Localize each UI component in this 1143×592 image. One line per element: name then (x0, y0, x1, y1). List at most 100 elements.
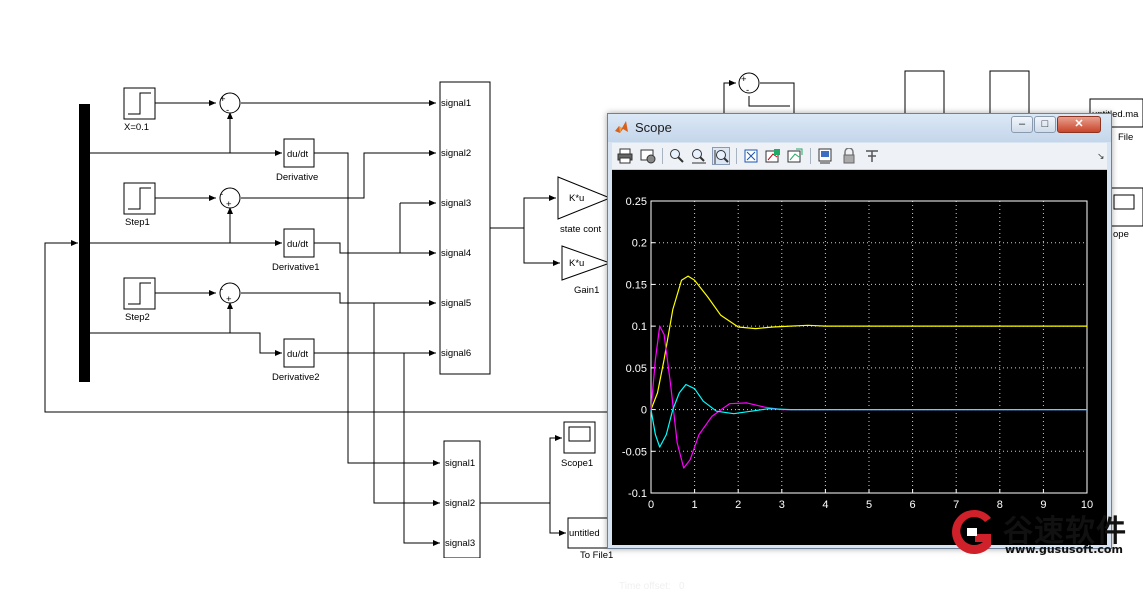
scope1-label: Scope1 (561, 458, 593, 469)
right-file-label: File (1118, 132, 1133, 143)
right-scope-block (1109, 187, 1143, 227)
zoom-y-icon[interactable] (712, 147, 730, 165)
time-offset-value: 0 (679, 581, 685, 592)
mux-block (439, 81, 491, 375)
demux-bar (79, 104, 90, 382)
svg-text:du/dt: du/dt (287, 349, 308, 360)
svg-text:+: + (226, 294, 232, 305)
mux-input-4: signal4 (441, 248, 471, 259)
tofile1-label: To File1 (580, 550, 613, 558)
mux2-block (443, 440, 481, 558)
y-tick-label: 0.2 (632, 238, 647, 250)
derivative-block: du/dt (283, 138, 315, 168)
mux2-input-3: signal3 (445, 538, 475, 549)
zoom-in-icon[interactable] (668, 147, 686, 165)
y-tick-label: 0.15 (626, 279, 647, 291)
source-x01-label: X=0.1 (124, 122, 149, 133)
x-tick-label: 1 (692, 499, 698, 511)
autoscale-icon[interactable] (742, 147, 760, 165)
gususoft-logo-icon (952, 510, 991, 554)
gususoft-watermark: 谷速软件 www.gususoft.com (947, 506, 1143, 558)
step-source-x01 (123, 87, 156, 120)
gain1-label: Gain1 (574, 285, 599, 296)
derivative1-label: Derivative1 (272, 262, 320, 273)
mux-input-5: signal5 (441, 298, 471, 309)
step-source-step1 (123, 182, 156, 215)
print-icon[interactable] (616, 147, 634, 165)
scope-titlebar[interactable]: Scope ‒ □ ✕ (608, 114, 1111, 142)
maximize-button[interactable]: □ (1034, 116, 1056, 133)
x-tick-label: 9 (1040, 499, 1046, 511)
step-source-step2 (123, 277, 156, 310)
series-line-3 (650, 383, 1087, 448)
gain-state-cont-label: state cont (560, 224, 602, 235)
scope-window: Scope ‒ □ ✕ (607, 113, 1112, 592)
close-button[interactable]: ✕ (1057, 116, 1101, 133)
series-line-2 (650, 325, 1087, 469)
mux-input-1: signal1 (441, 98, 471, 109)
x-tick-label: 4 (822, 499, 828, 511)
svg-text:K*u: K*u (569, 258, 584, 269)
derivative2-block: du/dt (283, 338, 315, 368)
svg-text:-: - (226, 105, 229, 116)
x-tick-label: 8 (997, 499, 1003, 511)
mux2-input-2: signal2 (445, 498, 475, 509)
floating-scope-icon[interactable] (816, 147, 834, 165)
restore-axes-icon[interactable] (786, 147, 804, 165)
y-tick-label: -0.1 (628, 488, 647, 500)
right-file-block-text: untitled.ma (1092, 109, 1139, 120)
derivative-label: Derivative (276, 172, 318, 183)
svg-text:+: + (226, 199, 232, 210)
gain-block-state-cont: K*u (557, 176, 612, 220)
minimize-button[interactable]: ‒ (1011, 116, 1033, 133)
save-axes-icon[interactable] (764, 147, 782, 165)
y-tick-label: 0.1 (632, 321, 647, 333)
y-tick-label: -0.05 (622, 446, 647, 458)
svg-text:K*u: K*u (569, 193, 584, 204)
svg-text:-: - (220, 189, 223, 200)
right-scope-label: ope (1113, 229, 1129, 240)
signal-selection-icon[interactable] (863, 147, 881, 165)
mux-input-6: signal6 (441, 348, 471, 359)
svg-text:du/dt: du/dt (287, 239, 308, 250)
sum-block-1: +- (219, 92, 241, 116)
svg-text:-: - (746, 85, 749, 96)
x-tick-label: 2 (735, 499, 741, 511)
sum-block-top: +- (738, 72, 760, 96)
mux-input-2: signal2 (441, 148, 471, 159)
scope-window-title: Scope (635, 120, 672, 135)
step2-label: Step2 (125, 312, 150, 323)
matlab-logo-icon (615, 121, 628, 133)
parameters-icon[interactable] (639, 147, 657, 165)
y-tick-label: 0.25 (626, 196, 647, 208)
svg-text:+: + (741, 74, 747, 85)
watermark-url-text: www.gususoft.com (1005, 543, 1123, 556)
zoom-x-icon[interactable] (690, 147, 708, 165)
svg-text:+: + (220, 94, 226, 105)
svg-text:-: - (220, 284, 223, 295)
simulink-diagram: X=0.1 Step1 Step2 +- -+ -+ +- du/dt Deri… (44, 70, 1143, 558)
sum-block-3: -+ (219, 282, 241, 305)
tofile1-block-text: untitled (569, 528, 600, 539)
derivative2-label: Derivative2 (272, 372, 320, 383)
y-tick-label: 0 (641, 405, 647, 417)
step1-label: Step1 (125, 217, 150, 228)
x-tick-label: 10 (1081, 499, 1093, 511)
x-tick-label: 5 (866, 499, 872, 511)
x-tick-label: 7 (953, 499, 959, 511)
derivative1-block: du/dt (283, 228, 315, 258)
mux2-input-1: signal1 (445, 458, 475, 469)
x-tick-label: 0 (648, 499, 654, 511)
dock-arrow-icon[interactable]: ↘ (1097, 151, 1105, 161)
sum-block-2: -+ (219, 187, 241, 210)
scope1-block (563, 421, 596, 454)
time-offset-label: Time offset: 0 (619, 581, 685, 592)
x-tick-label: 3 (779, 499, 785, 511)
lock-icon[interactable] (840, 147, 858, 165)
tofile1-block (567, 517, 613, 549)
top-right-block-2 (989, 70, 1030, 116)
mux-input-3: signal3 (441, 198, 471, 209)
gain1-block: K*u (561, 245, 612, 281)
